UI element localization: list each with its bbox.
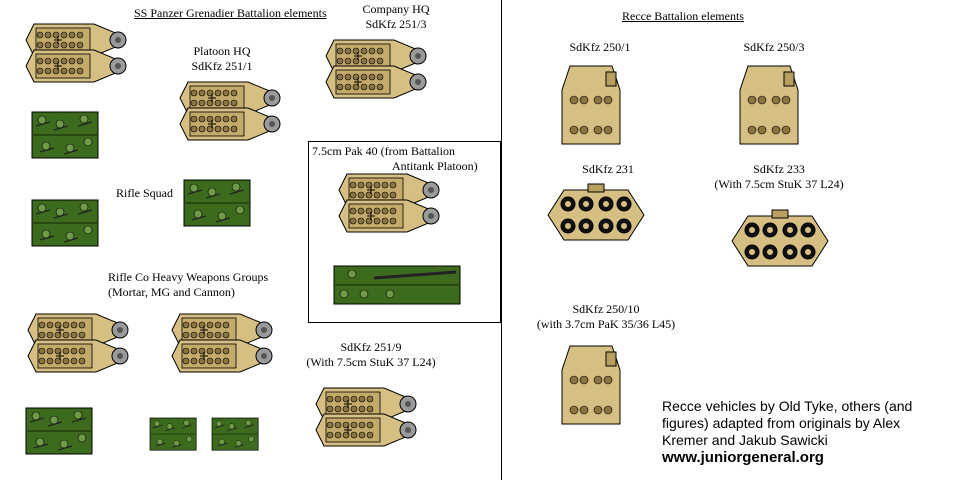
ss-section-title: SS Panzer Grenadier Battalion elements — [134, 6, 327, 20]
heavy-weapons-halftrack-pair-2 — [168, 310, 278, 390]
heavy-weapons-halftrack-pair-1 — [24, 310, 134, 390]
heavy-weapons-label: Rifle Co Heavy Weapons Groups(Mortar, MG… — [108, 270, 269, 299]
platoon-hq-stand — [183, 179, 251, 227]
sdkfz-233-vehicle — [731, 209, 829, 267]
sdkfz-231-label: SdKfz 231 — [582, 162, 634, 176]
heavy-weapons-stand-3 — [211, 417, 259, 451]
website-link[interactable]: www.juniorgeneral.org — [662, 449, 824, 466]
sdkfz-250-10-label: SdKfz 250/10(with 3.7cm PaK 35/36 L45) — [536, 302, 676, 331]
sdkfz-251-9-halftrack-pair — [312, 384, 422, 464]
credits-line-3: Kremer and Jakub Sawicki — [662, 432, 828, 448]
sdkfz-250-1-vehicle — [561, 65, 621, 145]
section-divider — [501, 0, 502, 480]
sdkfz-250-10-vehicle — [561, 345, 621, 425]
pak40-halftrack-pair — [335, 170, 445, 250]
sdkfz-231-vehicle — [547, 183, 645, 241]
rifle-squad-stand-1 — [31, 111, 99, 159]
sdkfz-250-3-vehicle — [739, 65, 799, 145]
sdkfz-250-3-label: SdKfz 250/3 — [743, 40, 805, 54]
rifle-squad-label: Rifle Squad — [116, 186, 173, 200]
heavy-weapons-stand-2 — [149, 417, 197, 451]
pak40-frame — [308, 141, 501, 323]
recce-section-title: Recce Battalion elements — [622, 9, 744, 23]
credits-line-1: Recce vehicles by Old Tyke, others (and — [662, 398, 913, 414]
sdkfz-233-label: SdKfz 233(With 7.5cm StuK 37 L24) — [714, 162, 844, 191]
credits-line-2: figures) adapted from originals by Alex — [662, 415, 901, 431]
sdkfz-250-1-label: SdKfz 250/1 — [569, 40, 631, 54]
pak40-gun-stand — [333, 265, 461, 305]
credits: Recce vehicles by Old Tyke, others (and … — [662, 398, 954, 466]
rifle-squad-stand-2 — [31, 199, 99, 247]
sdkfz-251-9-label: SdKfz 251/9(With 7.5cm StuK 37 L24) — [306, 340, 436, 369]
panzer-grenadier-halftrack-pair — [22, 20, 132, 100]
platoon-hq-halftrack-pair — [176, 78, 286, 158]
heavy-weapons-stand-1 — [25, 407, 93, 455]
company-hq-halftrack-pair — [322, 36, 432, 116]
